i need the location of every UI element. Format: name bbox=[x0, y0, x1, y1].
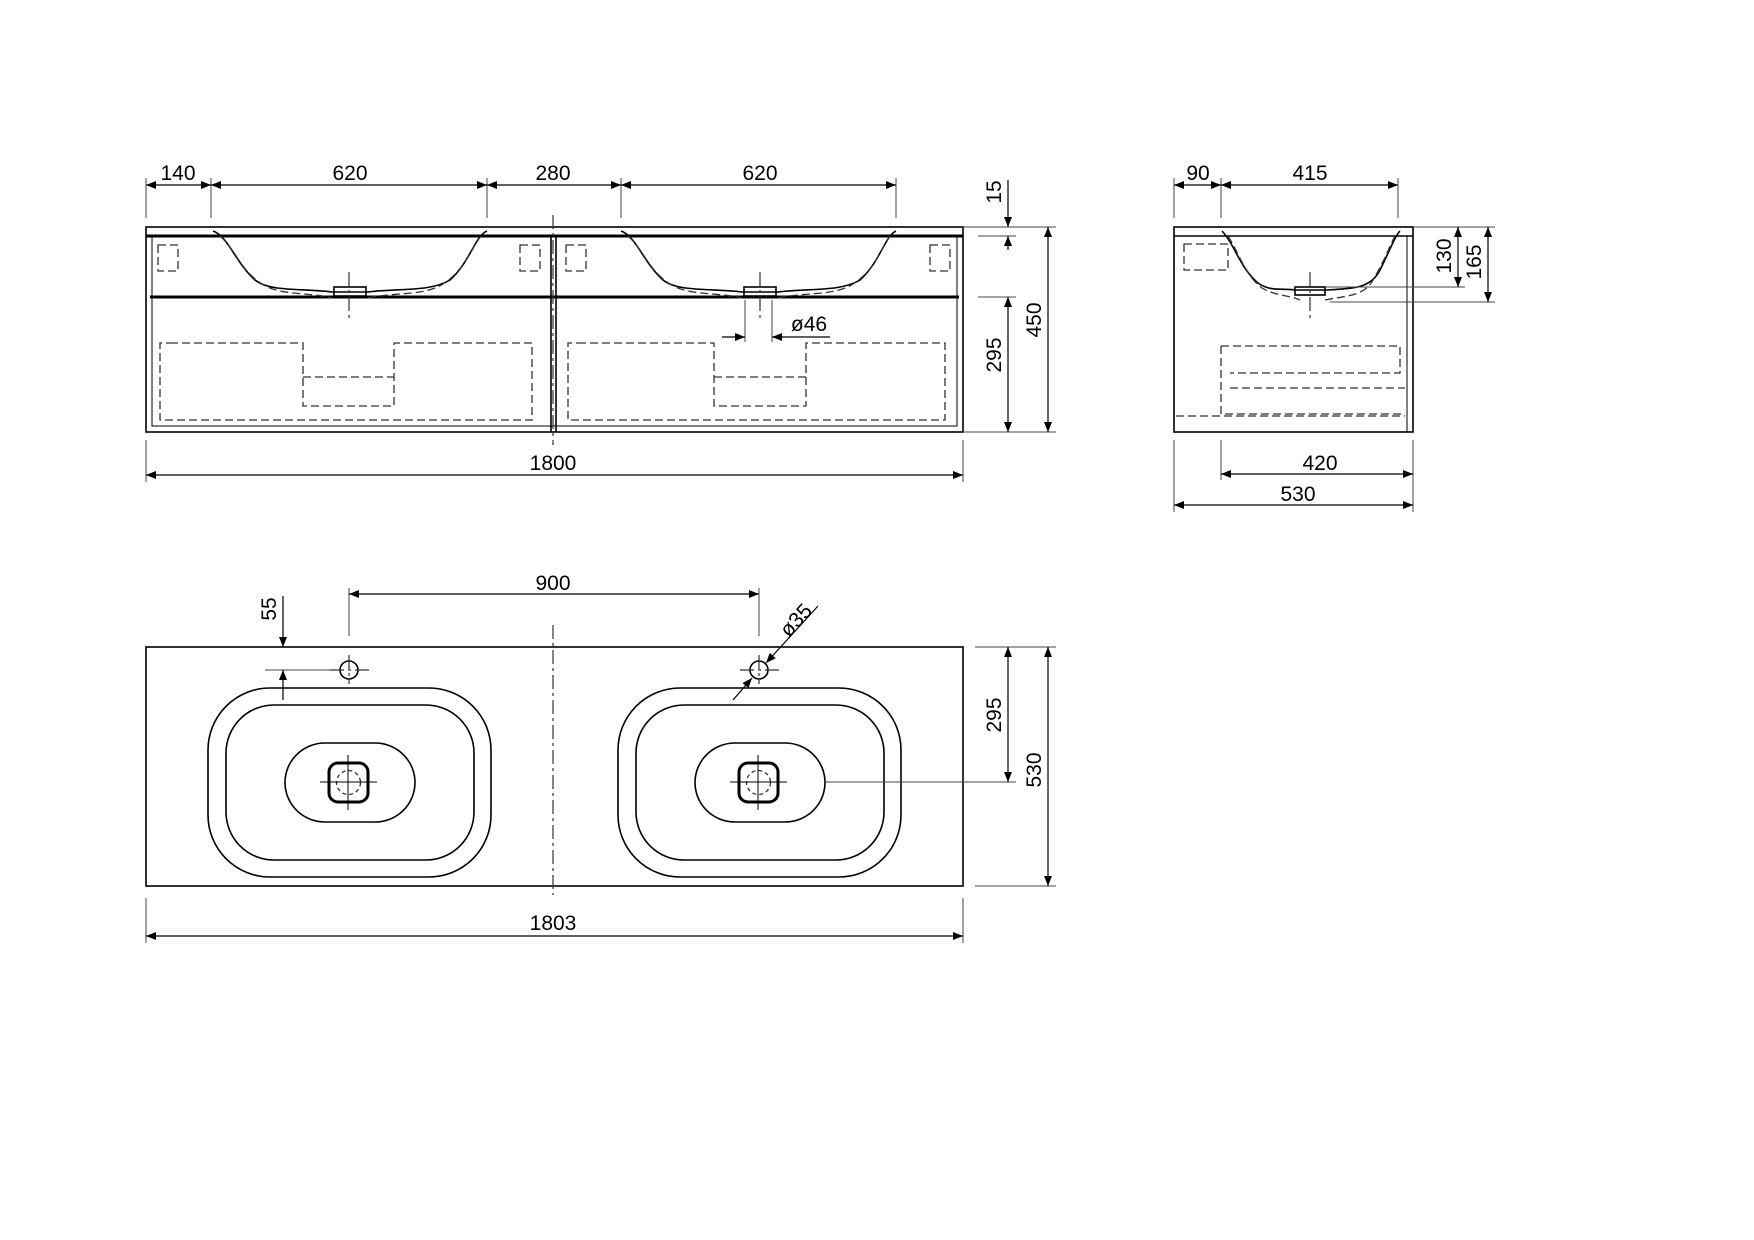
tap-diameter-dimension: ø35 bbox=[732, 599, 819, 701]
dim-140: 140 bbox=[160, 162, 195, 185]
side-drawer-hidden-lines bbox=[1176, 345, 1405, 417]
dim-130: 130 bbox=[1433, 238, 1456, 273]
drawer-hidden-lines bbox=[159, 342, 946, 421]
drain-diameter-dimension: ø46 bbox=[722, 300, 830, 342]
countertop-outline bbox=[145, 646, 964, 887]
dim-90: 90 bbox=[1186, 162, 1209, 185]
basin-bowl bbox=[225, 704, 475, 861]
dim-1800: 1800 bbox=[530, 452, 577, 475]
dim-415: 415 bbox=[1292, 162, 1327, 185]
basin-rim bbox=[207, 687, 492, 878]
side-outline bbox=[1173, 226, 1414, 433]
side-drain-fitting bbox=[1294, 286, 1326, 296]
drain-fitting bbox=[333, 286, 367, 297]
front-view: 140 620 280 620 15 295 450 ø46 bbox=[145, 162, 1056, 482]
side-basin-profile bbox=[1221, 230, 1401, 291]
side-right-dimensions: 130 165 bbox=[1325, 226, 1495, 303]
dim-55: 55 bbox=[258, 597, 281, 620]
top-right-dimensions: 295 530 bbox=[825, 646, 1056, 887]
dim-15: 15 bbox=[983, 180, 1006, 203]
left-basin-top bbox=[207, 655, 492, 878]
tap-spacing-dimension: 900 bbox=[348, 572, 760, 636]
dim-280: 280 bbox=[535, 162, 570, 185]
tap-offset-dimension: 55 bbox=[258, 596, 330, 700]
basin-floor bbox=[284, 742, 416, 823]
right-basin-top bbox=[617, 655, 902, 878]
dim-530-top: 530 bbox=[1023, 752, 1046, 787]
dim-530-side: 530 bbox=[1280, 483, 1315, 506]
drain-fitting bbox=[743, 286, 777, 297]
top-width-dimension: 1803 bbox=[145, 898, 964, 943]
side-hinge-bracket bbox=[1183, 243, 1229, 271]
dim-450: 450 bbox=[1023, 302, 1046, 337]
dim-35: ø35 bbox=[775, 599, 817, 641]
front-right-dimensions: 15 295 450 bbox=[963, 180, 1056, 433]
dim-620-left: 620 bbox=[332, 162, 367, 185]
dim-295: 295 bbox=[983, 337, 1006, 372]
cabinet-inner bbox=[151, 235, 958, 427]
side-view: 90 415 130 165 420 530 bbox=[1173, 162, 1495, 512]
dim-295-top: 295 bbox=[983, 697, 1006, 732]
hinge-bracket bbox=[519, 244, 541, 272]
dim-1803: 1803 bbox=[530, 912, 577, 935]
left-basin-section bbox=[157, 230, 541, 318]
hinge-bracket bbox=[565, 244, 587, 272]
front-width-dimension: 1800 bbox=[145, 440, 964, 482]
side-bottom-dimensions: 420 530 bbox=[1173, 440, 1414, 512]
cabinet-outline bbox=[145, 226, 964, 433]
dim-420: 420 bbox=[1302, 452, 1337, 475]
dim-165: 165 bbox=[1463, 244, 1486, 279]
top-view: 900 55 ø35 295 530 1803 bbox=[145, 572, 1056, 943]
hinge-bracket bbox=[929, 244, 951, 272]
hinge-bracket bbox=[157, 244, 179, 272]
side-top-dimensions: 90 415 bbox=[1173, 162, 1399, 218]
dim-46: ø46 bbox=[791, 313, 827, 336]
front-top-dimensions: 140 620 280 620 bbox=[145, 162, 897, 218]
right-basin-section bbox=[565, 230, 951, 318]
dim-900: 900 bbox=[535, 572, 570, 595]
dim-620-right: 620 bbox=[742, 162, 777, 185]
